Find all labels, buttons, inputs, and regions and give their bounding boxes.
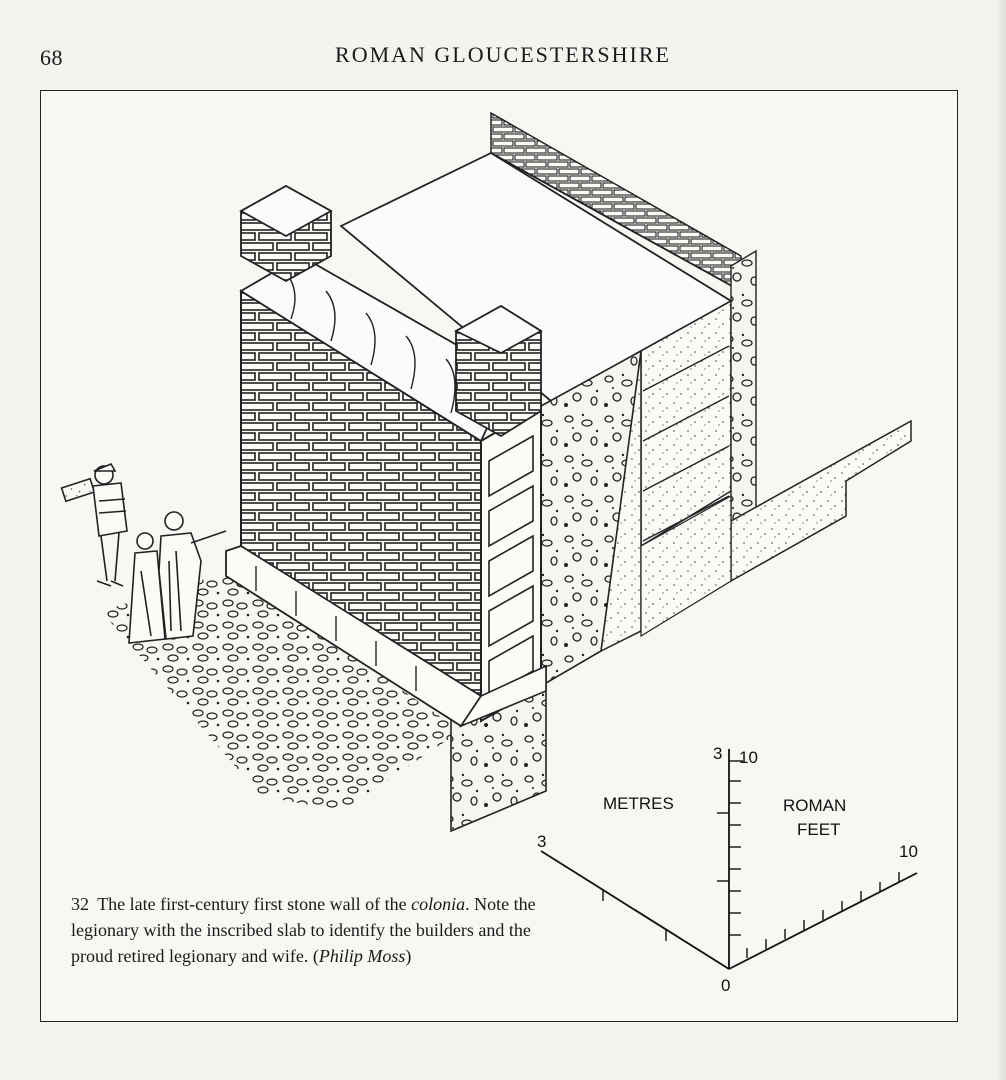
caption-text-1: The late first-century first stone wall … <box>97 894 407 914</box>
page-edge <box>996 0 1006 1080</box>
figure-frame: 3 10 METRES ROMAN FEET 3 10 0 32 The lat… <box>40 90 958 1022</box>
scale-right-feet-max: 10 <box>899 842 918 861</box>
wall-illustration: 3 10 METRES ROMAN FEET 3 10 0 <box>60 111 918 995</box>
page-number: 68 <box>40 45 63 70</box>
scale-vertical-feet-max: 10 <box>739 748 758 767</box>
caption-emphasis: colonia <box>411 894 466 914</box>
couple-figures <box>128 511 227 644</box>
caption-credit: Philip Moss <box>318 946 406 966</box>
caption-text-2: . Note the legionary with the inscribed … <box>71 894 536 966</box>
scale-bar <box>540 749 918 970</box>
scale-origin: 0 <box>721 976 730 995</box>
scale-feet-label: FEET <box>797 820 840 839</box>
scale-vertical-metres-max: 3 <box>713 744 722 763</box>
running-head: ROMAN GLOUCESTERSHIRE <box>335 42 671 67</box>
scale-left-metres-max: 3 <box>537 832 546 851</box>
legionary-figure <box>60 462 128 587</box>
rear-earthwork <box>730 419 912 583</box>
figure-caption: 32 The late first-century first stone wa… <box>71 891 541 969</box>
scale-roman-label: ROMAN <box>783 796 846 815</box>
scale-metres-label: METRES <box>603 794 674 813</box>
figure-number: 32 <box>71 894 89 914</box>
caption-text-3: ) <box>405 946 412 966</box>
